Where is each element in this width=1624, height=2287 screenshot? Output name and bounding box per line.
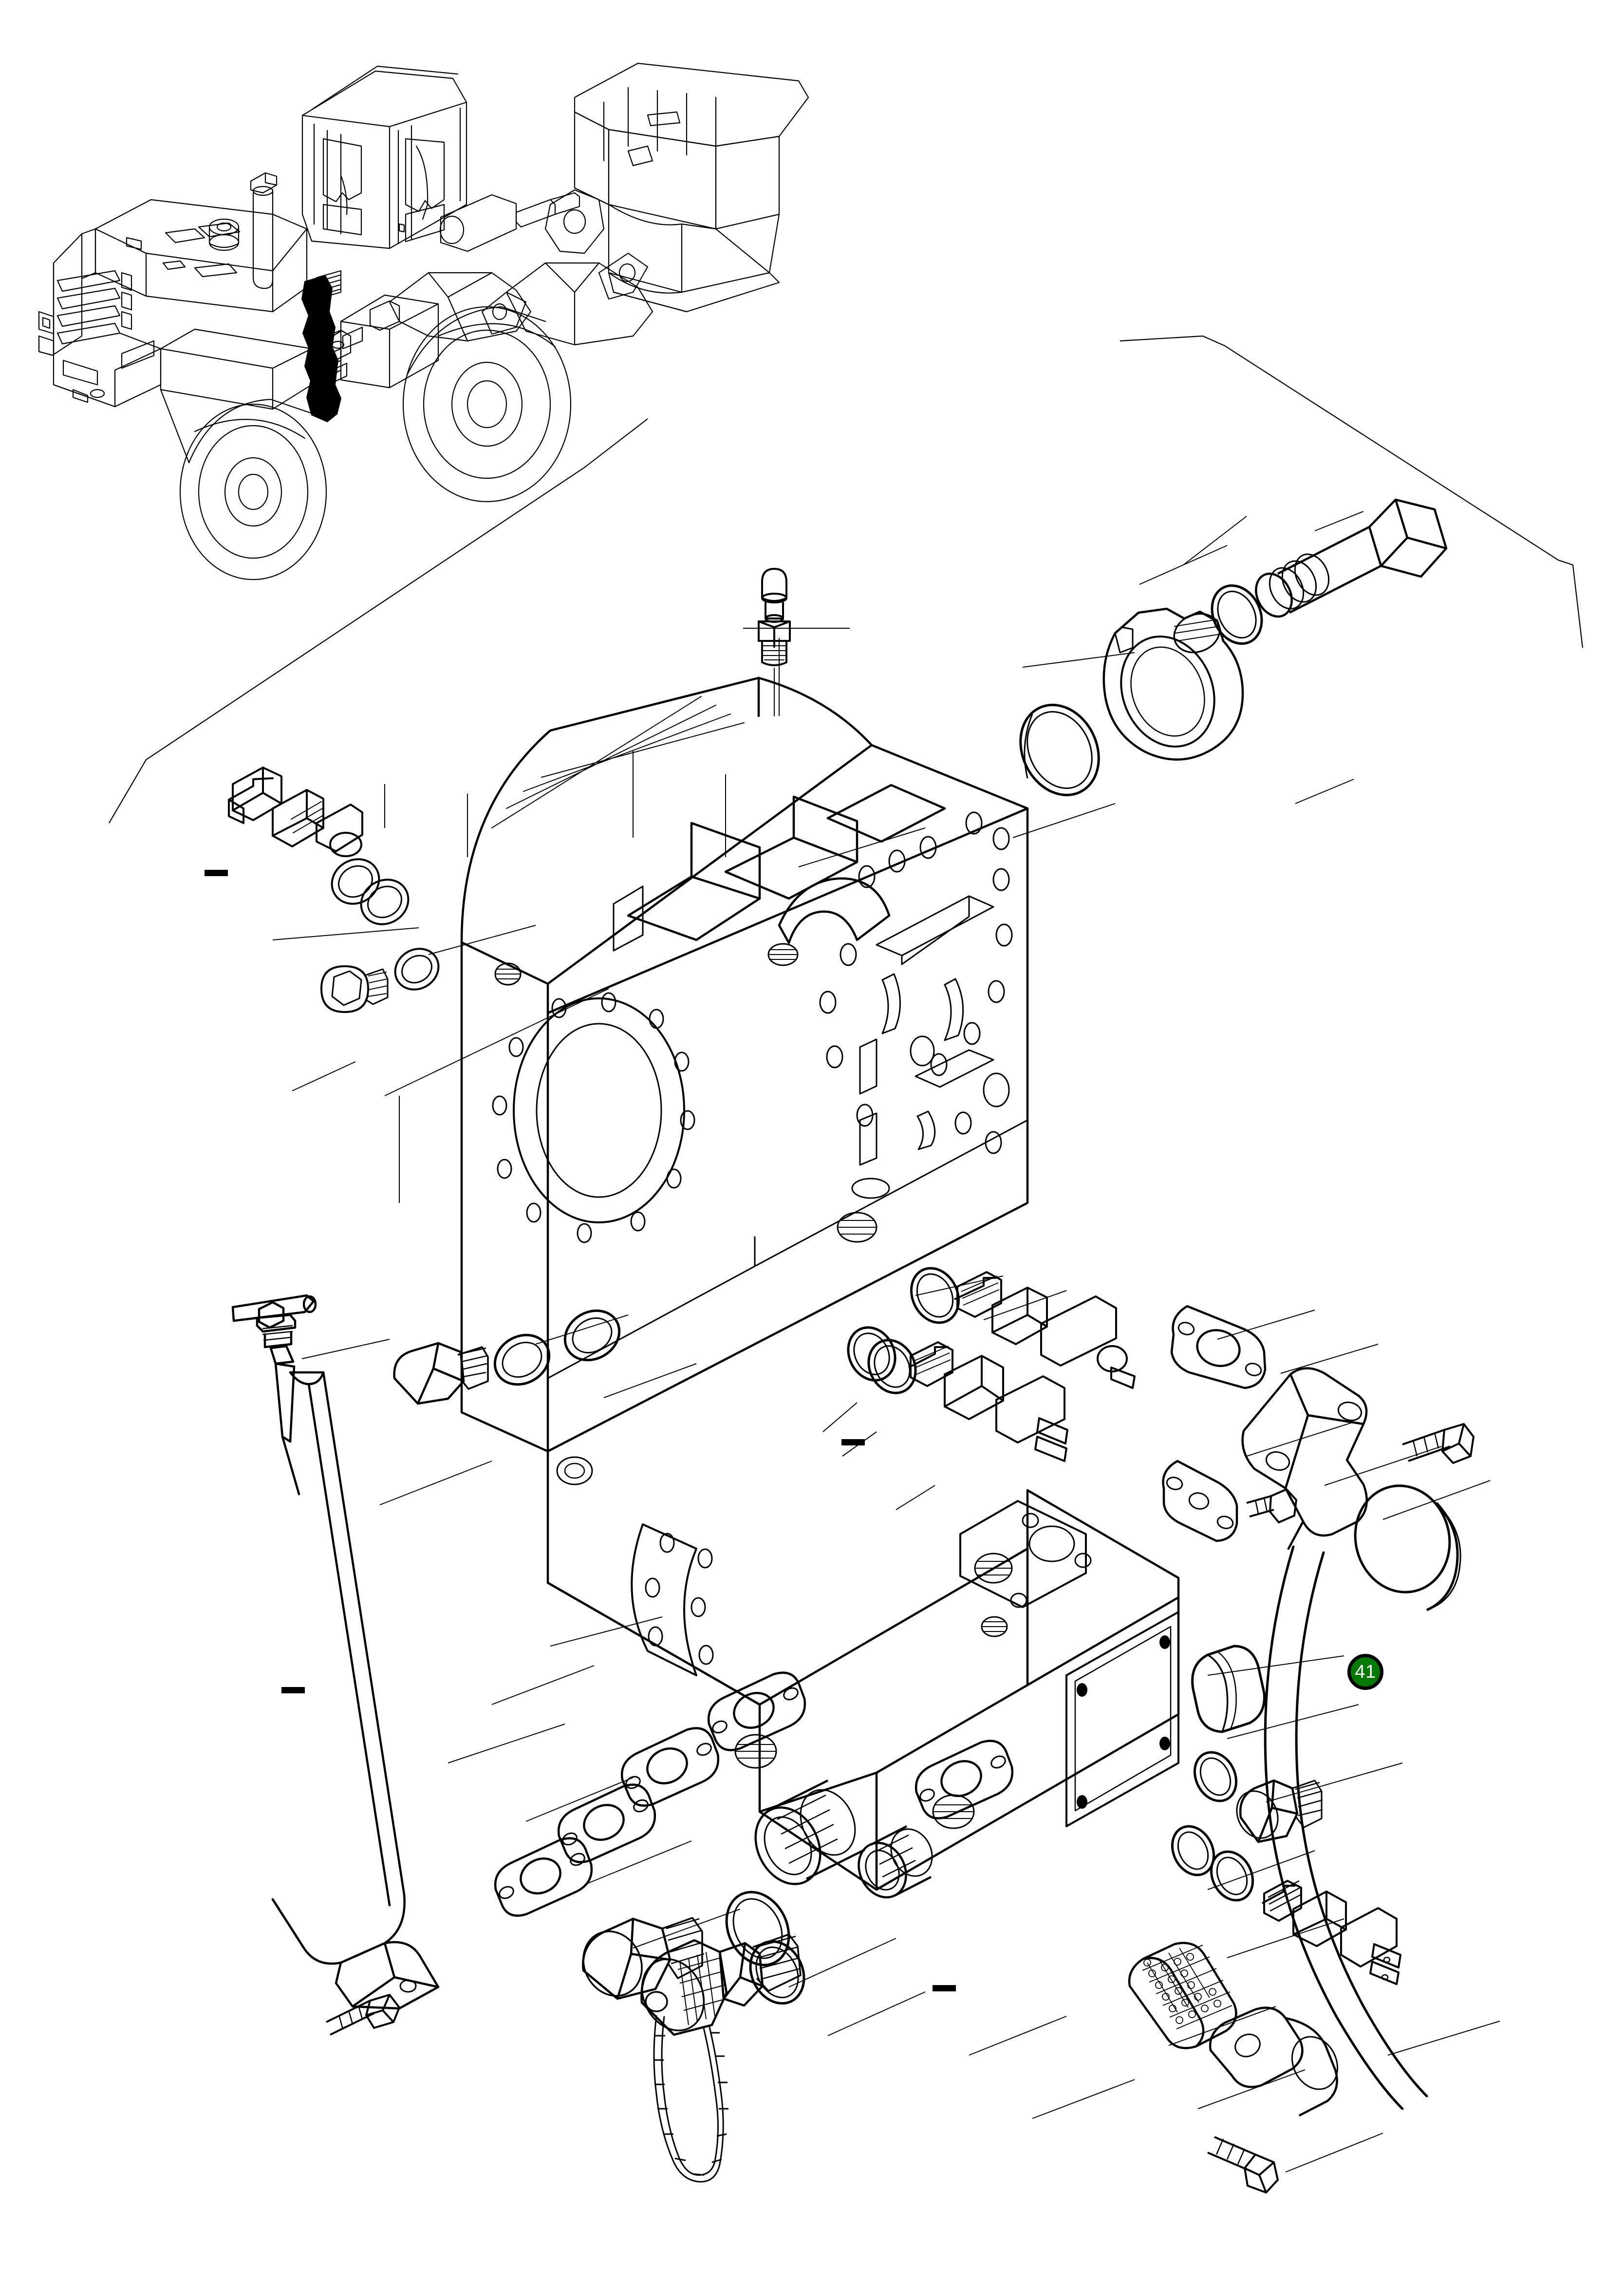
blank-callout-lower-left — [281, 1687, 305, 1693]
switch-right — [1262, 1880, 1401, 1985]
dipstick-tube-bolt — [326, 1994, 400, 2036]
lower-housing-block — [546, 1450, 1180, 1891]
drain-plug — [393, 1342, 489, 1405]
seal-ring-right-side — [1191, 1645, 1266, 1733]
blank-callout-dashes — [205, 870, 956, 1991]
eye-fitting — [1102, 607, 1244, 761]
temperature-switch-left — [228, 767, 363, 857]
washer-left-lower — [360, 879, 410, 925]
hex-socket-plug-left — [320, 965, 389, 1013]
drain-plug-washer — [493, 1333, 551, 1386]
component-location-highlight — [301, 275, 342, 423]
o-ring-right-b — [1171, 1825, 1215, 1876]
banjo-bolt — [1255, 498, 1448, 618]
front-grille — [38, 228, 162, 408]
front-wheel — [402, 306, 572, 503]
rear-wheel — [179, 403, 327, 581]
o-ring-screw-plug-large — [725, 1891, 790, 1967]
filler-cap-chain — [653, 2015, 728, 2183]
sensor-lower-center — [908, 1341, 1068, 1462]
drain-plug-washer-2 — [563, 1309, 621, 1362]
o-ring-sensor-upper — [910, 1267, 960, 1324]
seal-ring-large — [1019, 704, 1100, 796]
flange-gasket-b — [557, 1783, 656, 1863]
blanking-cap — [1354, 1484, 1461, 1612]
rear-hood — [94, 199, 342, 313]
flange-gasket-a — [494, 1837, 593, 1917]
flange-gasket-c — [620, 1727, 720, 1807]
washer-plug-left — [394, 948, 440, 991]
flange-gasket-f — [1170, 1305, 1267, 1389]
o-ring-banjo — [1211, 584, 1263, 645]
blank-callout-left — [205, 870, 228, 876]
screw-plug-right — [1236, 1779, 1323, 1843]
flange-gasket-g — [1162, 1460, 1238, 1542]
filler-cap-oring — [749, 1940, 805, 2005]
flange-gasket-d — [707, 1671, 806, 1751]
strainer-element — [1128, 1942, 1237, 2049]
port-adapter-large — [754, 1779, 866, 1885]
loader-cab — [301, 65, 467, 249]
callout-badge-41[interactable]: 41 — [1347, 1654, 1383, 1690]
strainer-flange — [1209, 2006, 1339, 2117]
elbow-bolt-b — [1402, 1423, 1475, 1464]
fenders — [160, 306, 546, 464]
breather-plug — [758, 568, 791, 716]
o-ring-sensor-lower-b — [867, 1339, 917, 1394]
blank-callout-lower-center — [933, 1985, 956, 1991]
strainer-bolt — [1207, 2136, 1279, 2193]
elbow-fitting — [1241, 1367, 1368, 1550]
loader-bucket — [574, 62, 809, 313]
dipstick — [231, 1294, 317, 1496]
screw-plug-large — [582, 1917, 705, 2000]
suction-tube — [1264, 1545, 1428, 2110]
loader-arm — [389, 189, 653, 346]
port-adapter-small — [858, 1825, 933, 1899]
blank-callout-center — [841, 1439, 865, 1445]
elbow-bolt-a — [1246, 1488, 1297, 1523]
rear-frame — [340, 294, 439, 389]
o-ring-right-c — [1210, 1850, 1254, 1902]
flange-gasket-e — [915, 1740, 1014, 1819]
o-ring-right-a — [1193, 1751, 1238, 1802]
main-housing — [460, 676, 1029, 1453]
